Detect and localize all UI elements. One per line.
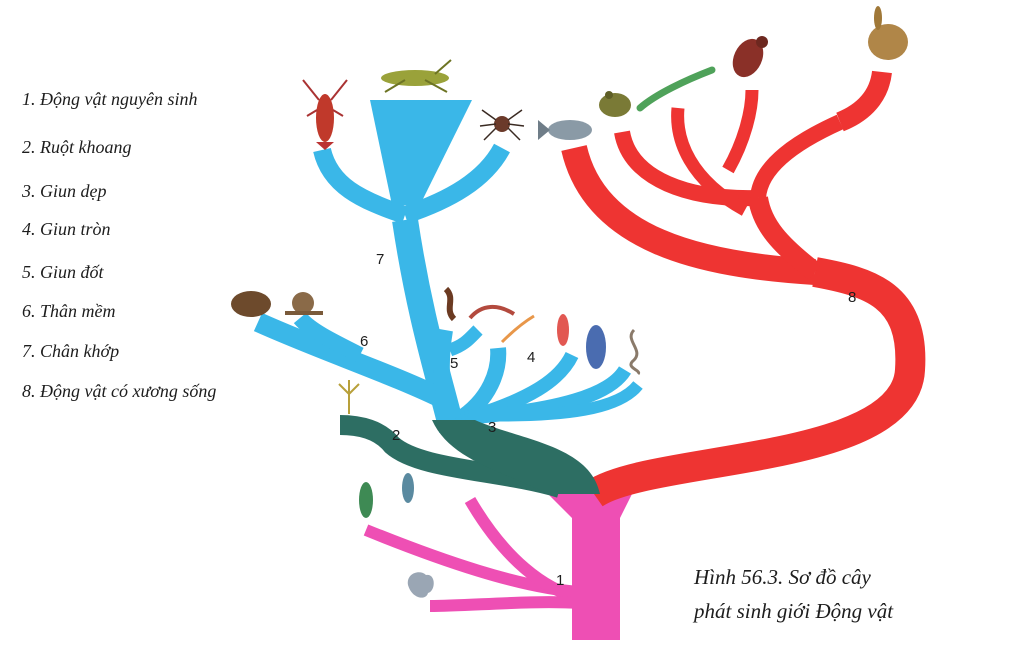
- flatworm-branch-c: [467, 381, 643, 422]
- branch-number: 3: [488, 419, 496, 436]
- paramecium-icon: [402, 473, 414, 503]
- vertebrate-branches: [561, 70, 926, 507]
- protozoa-trunk: [548, 494, 632, 640]
- vertebrate-fish-branch: [561, 144, 816, 285]
- legend-item: 5. Giun đốt: [22, 262, 104, 282]
- lizard-icon: [636, 66, 716, 112]
- snail-icon: [285, 292, 323, 315]
- branch-number: 7: [376, 251, 384, 268]
- bird-icon: [732, 36, 768, 78]
- mollusc-sub-branch: [293, 312, 364, 363]
- legend-item: 3. Giun dẹp: [22, 181, 107, 201]
- centipede-icon: [443, 286, 457, 322]
- arthropod-left-branch: [313, 147, 408, 224]
- legend-item: 8. Động vật có xương sống: [22, 381, 217, 401]
- branch-number: 5: [450, 355, 458, 372]
- euglena-icon: [359, 482, 373, 518]
- vertebrate-amniote-branch: [750, 114, 844, 200]
- caption-line: phát sinh giới Động vật: [694, 599, 894, 623]
- spider-icon: [479, 109, 525, 141]
- branch-number: 8: [848, 289, 856, 306]
- earthworm-icon: [468, 305, 516, 320]
- cnidarian-stem: [432, 420, 600, 494]
- figure-caption: Hình 56.3. Sơ đồ cây phát sinh giới Động…: [694, 560, 893, 628]
- arthropod-right-branch: [402, 143, 510, 224]
- frog-icon: [599, 91, 631, 117]
- branch-number: 4: [527, 349, 535, 366]
- caption-line: Hình 56.3. Sơ đồ cây: [694, 565, 871, 589]
- flatworm-icon: [586, 325, 606, 369]
- rabbit-icon: [868, 6, 908, 60]
- branch-number: 2: [392, 427, 400, 444]
- branch-number: 1: [556, 572, 564, 589]
- hydra-icon: [338, 380, 360, 414]
- branch-number: 6: [360, 333, 368, 350]
- fish-icon: [538, 120, 592, 140]
- vertebrate-reptile-branch: [671, 107, 749, 216]
- lobster-icon: [302, 79, 348, 150]
- vertebrate-bird-branch: [722, 89, 759, 174]
- roundworm-icon: [500, 314, 535, 344]
- legend-item: 1. Động vật nguyên sinh: [22, 89, 198, 109]
- legend-item: 2. Ruột khoang: [22, 137, 132, 157]
- amoeba-icon: [407, 572, 434, 598]
- clam-icon: [231, 291, 271, 317]
- arthropod-top-fan: [370, 100, 472, 205]
- vertebrate-main-branch: [585, 257, 926, 507]
- legend-item: 4. Giun tròn: [22, 219, 111, 239]
- annelid-branch: [433, 328, 460, 424]
- mollusc-branch: [253, 312, 450, 409]
- vertebrate-tetrapod-branch: [748, 196, 822, 280]
- annelid-sub-branch: [447, 325, 483, 357]
- leech-icon: [557, 314, 569, 346]
- protozoa-branches: [363, 496, 582, 612]
- protozoa-branch-lower: [429, 596, 581, 612]
- branch-number-labels: 1 2 3 4 5 6 7 8: [360, 251, 856, 589]
- protozoa-branch-mid: [464, 496, 582, 604]
- legend-item: 6. Thân mềm: [22, 301, 116, 321]
- legend-item: 7. Chân khớp: [22, 341, 120, 361]
- invertebrate-branches: [253, 143, 643, 434]
- tapeworm-icon: [629, 328, 641, 376]
- grasshopper-icon: [381, 59, 452, 93]
- vertebrate-mammal-branch: [835, 70, 892, 132]
